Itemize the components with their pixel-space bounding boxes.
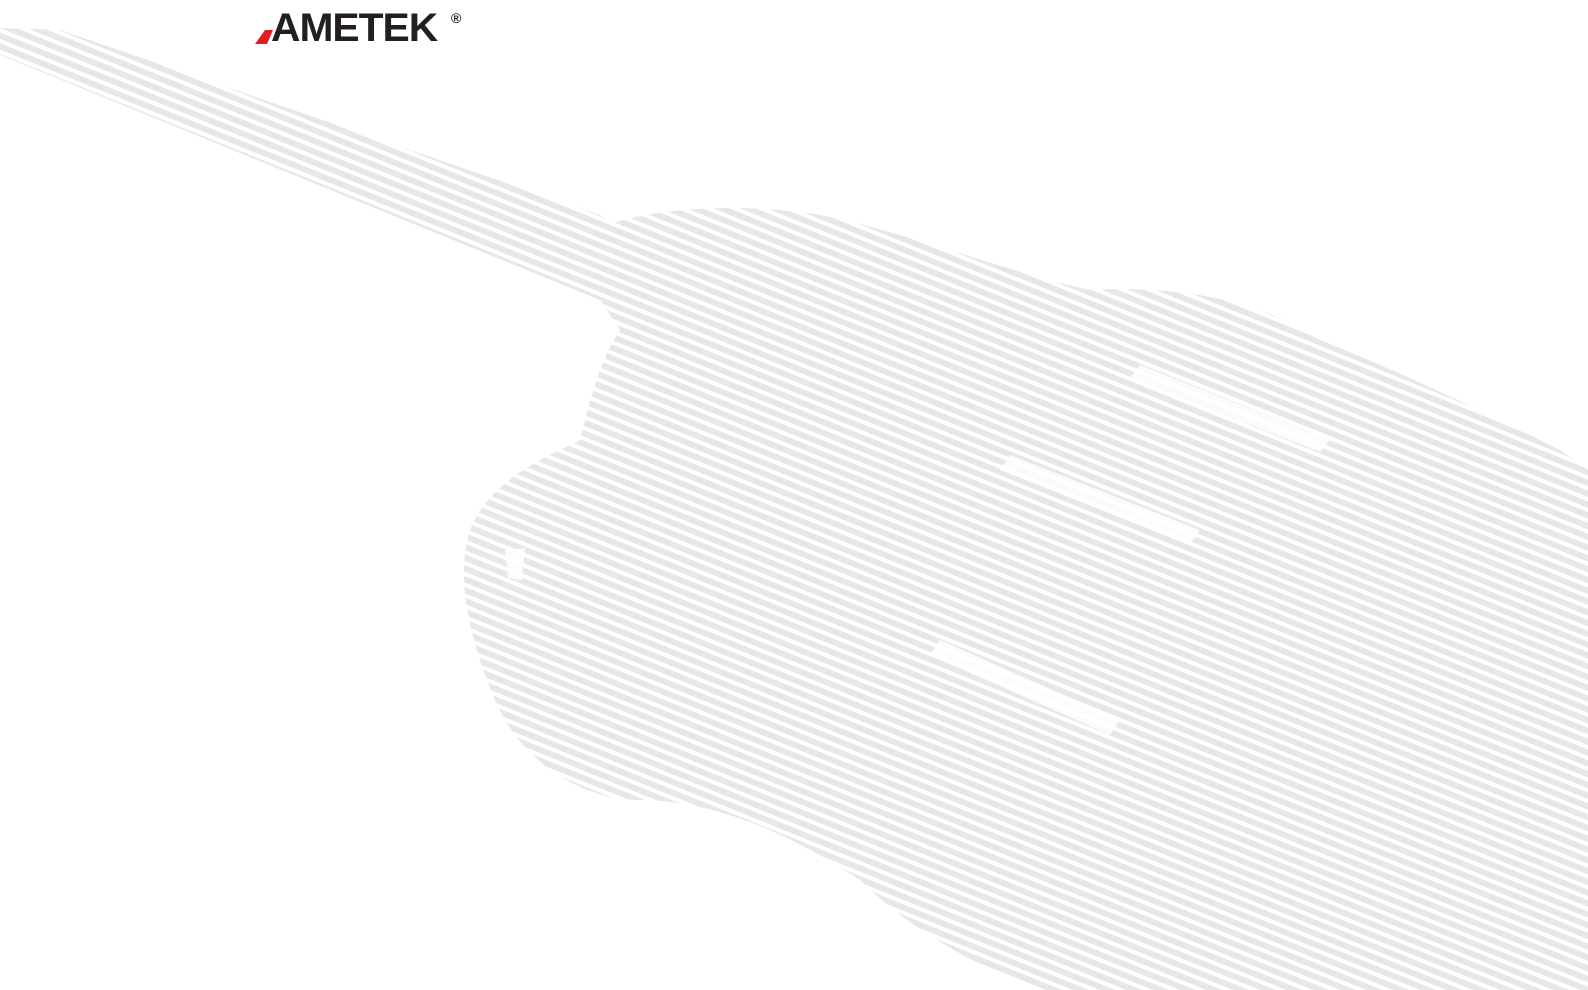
registered-mark: ® [451,10,462,26]
ametek-logo: AMETEK ® [255,6,475,50]
logo-wordmark: AMETEK [271,6,438,50]
logo-red-triangle-icon [255,30,273,44]
